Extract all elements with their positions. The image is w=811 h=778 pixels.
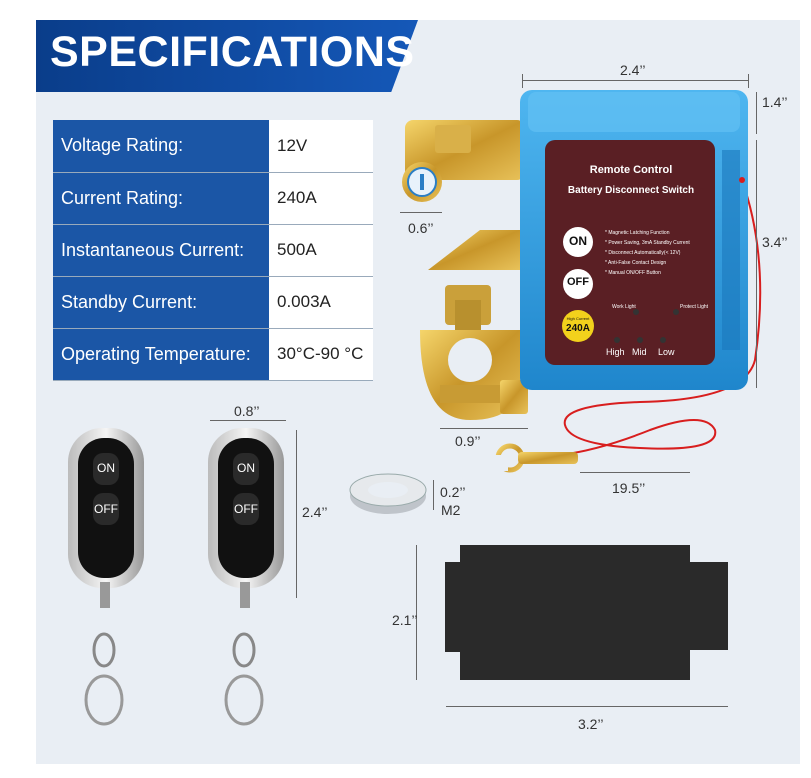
mounting-pad bbox=[445, 545, 728, 680]
dimension-tick bbox=[522, 74, 523, 88]
spec-row: Current Rating: 240A bbox=[53, 172, 373, 225]
spec-value: 0.003A bbox=[269, 276, 373, 329]
spec-value: 500A bbox=[269, 224, 373, 277]
dimension-tick bbox=[748, 74, 749, 88]
remote-height-dimension: 2.4’’ bbox=[302, 504, 328, 520]
spec-label: Voltage Rating: bbox=[53, 120, 269, 173]
control-box bbox=[520, 90, 748, 390]
badge-value: 240A bbox=[566, 323, 590, 334]
dimension-line bbox=[296, 430, 297, 598]
box-depth-dimension: 1.4’’ bbox=[762, 94, 788, 110]
terminal-bottom-dimension: 0.9’’ bbox=[455, 433, 481, 449]
device-title: Remote Control bbox=[589, 164, 673, 176]
wire bbox=[559, 179, 762, 456]
spec-label: Instantaneous Current: bbox=[53, 224, 269, 277]
remote-width-dimension: 0.8’’ bbox=[234, 403, 260, 419]
spec-value: 240A bbox=[269, 172, 373, 225]
level-high: High bbox=[606, 347, 625, 357]
dimension-line bbox=[416, 545, 417, 680]
terminal-top-dimension: 0.6’’ bbox=[408, 220, 434, 236]
spec-value: 30°C-90 °C bbox=[269, 328, 373, 381]
battery-terminal-icon bbox=[402, 120, 528, 420]
dimension-line bbox=[400, 212, 442, 213]
ring-size-dimension: 0.2’’ bbox=[440, 484, 466, 500]
feature-item: * Magnetic Latching Function bbox=[605, 230, 670, 236]
title-banner bbox=[36, 20, 418, 92]
dimension-line bbox=[580, 472, 690, 473]
badge-top-label: High Current bbox=[566, 316, 590, 321]
remote-off-label: OFF bbox=[234, 502, 258, 516]
spec-row: Voltage Rating: 12V bbox=[53, 120, 373, 173]
banner-title: SPECIFICATIONS bbox=[50, 28, 415, 76]
dimension-line bbox=[433, 480, 434, 510]
work-light-label: Work Light bbox=[612, 304, 636, 310]
box-width-dimension: 2.4’’ bbox=[620, 62, 646, 78]
pad-width-dimension: 3.2’’ bbox=[578, 716, 604, 732]
feature-item: * Power Saving, 3mA Standby Current bbox=[605, 240, 690, 246]
dimension-line bbox=[446, 706, 728, 707]
spec-row: Standby Current: 0.003A bbox=[53, 276, 373, 329]
box-height-dimension: 3.4’’ bbox=[762, 234, 788, 250]
remote-control-icon bbox=[68, 428, 144, 726]
pad-height-dimension: 2.1’’ bbox=[392, 612, 418, 628]
feature-item: * Manual ON/OFF Button bbox=[605, 270, 661, 276]
remote-off-label: OFF bbox=[94, 502, 118, 516]
device-off-button[interactable] bbox=[563, 269, 593, 299]
device-off-label: OFF bbox=[567, 276, 589, 288]
level-low: Low bbox=[658, 347, 675, 357]
spec-value: 12V bbox=[269, 120, 373, 173]
dimension-line bbox=[756, 140, 757, 388]
remote-on-label: ON bbox=[237, 461, 255, 475]
dimension-line bbox=[210, 420, 286, 421]
split-ring-icon bbox=[349, 473, 427, 514]
spec-row: Operating Temperature: 30°C-90 °C bbox=[53, 328, 373, 381]
remote-on-label: ON bbox=[97, 461, 115, 475]
spec-label: Standby Current: bbox=[53, 276, 269, 329]
device-on-button[interactable] bbox=[563, 227, 593, 257]
ring-thread-label: M2 bbox=[441, 502, 461, 518]
dimension-line bbox=[440, 428, 528, 429]
wire-length-dimension: 19.5’’ bbox=[612, 480, 646, 496]
dimension-line bbox=[522, 80, 748, 81]
device-feature-list: * Magnetic Latching Function * Power Sav… bbox=[605, 228, 717, 278]
dimension-line bbox=[756, 92, 757, 134]
protect-light-label: Protect Light bbox=[680, 304, 709, 310]
level-mid: Mid bbox=[632, 347, 647, 357]
spec-label: Operating Temperature: bbox=[53, 328, 269, 381]
spec-row: Instantaneous Current: 500A bbox=[53, 224, 373, 277]
ring-terminal-icon bbox=[494, 443, 578, 473]
remote-control-icon bbox=[208, 428, 284, 726]
spec-label: Current Rating: bbox=[53, 172, 269, 225]
spec-table: Voltage Rating: 12V Current Rating: 240A… bbox=[53, 120, 373, 381]
device-subtitle: Battery Disconnect Switch bbox=[567, 185, 695, 196]
current-badge bbox=[562, 310, 594, 342]
feature-item: * Anti-False Contact Design bbox=[605, 260, 667, 266]
feature-item: * Disconnect Automatically(< 12V) bbox=[605, 250, 681, 256]
device-on-label: ON bbox=[569, 234, 587, 248]
